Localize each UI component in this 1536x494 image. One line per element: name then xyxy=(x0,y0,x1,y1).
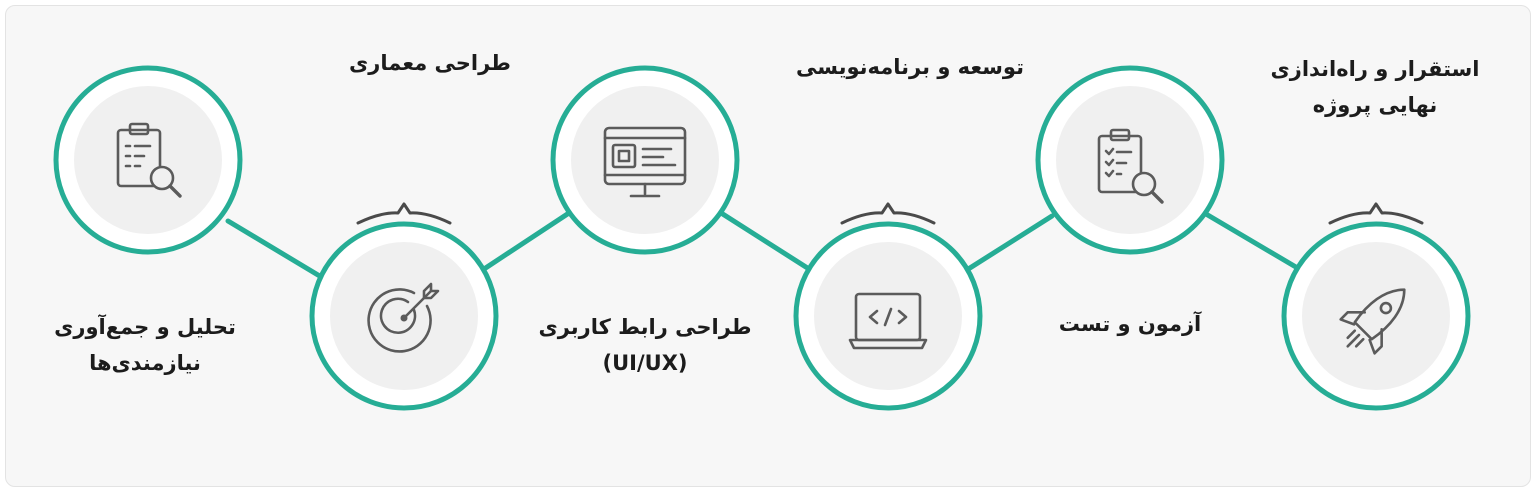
connectors xyxy=(225,208,1309,284)
connector-3-4 xyxy=(715,208,823,279)
label-architecture: طراحی معماری xyxy=(320,45,540,81)
label-ui-ux-line-1: طراحی رابط کاربری xyxy=(538,315,752,339)
arc-marker-4 xyxy=(840,202,936,225)
label-architecture-line-1: طراحی معماری xyxy=(349,51,511,75)
node-deployment xyxy=(1281,221,1471,411)
laptop-code-icon xyxy=(848,292,928,350)
label-development-line-1: توسعه و برنامه‌نویسی xyxy=(796,55,1024,79)
label-deployment: استقرار و راه‌اندازی نهایی پروژه xyxy=(1245,51,1505,123)
arc-marker-6 xyxy=(1328,202,1424,225)
node-development xyxy=(793,221,983,411)
arc-marker-2 xyxy=(356,202,452,225)
label-analysis-line-1: تحلیل و جمع‌آوری xyxy=(54,315,236,339)
label-ui-ux-line-2: (UI/UX) xyxy=(602,351,688,375)
node-architecture xyxy=(309,221,499,411)
label-testing-line-1: آزمون و تست xyxy=(1058,312,1202,336)
clipboard-checklist-search-icon xyxy=(1097,128,1164,204)
label-ui-ux: طراحی رابط کاربری (UI/UX) xyxy=(525,309,765,381)
node-analysis xyxy=(53,65,243,255)
monitor-layout-icon xyxy=(603,126,687,198)
connector-1-2 xyxy=(225,218,331,284)
diagram-frame xyxy=(5,5,1531,487)
target-arrow-icon xyxy=(367,282,440,353)
label-deployment-line-2: نهایی پروژه xyxy=(1312,93,1438,117)
label-analysis-line-2: نیازمندی‌ها xyxy=(89,351,201,375)
node-ui-ux xyxy=(550,65,740,255)
node-testing xyxy=(1035,65,1225,255)
connector-5-6 xyxy=(1203,211,1309,276)
label-testing: آزمون و تست xyxy=(1030,306,1230,342)
clipboard-search-icon xyxy=(116,122,182,198)
label-analysis: تحلیل و جمع‌آوری نیازمندی‌ها xyxy=(30,309,260,381)
rocket-icon xyxy=(1339,288,1406,355)
label-deployment-line-1: استقرار و راه‌اندازی xyxy=(1270,57,1480,81)
connector-2-3 xyxy=(475,208,575,276)
label-development: توسعه و برنامه‌نویسی xyxy=(770,49,1050,85)
connector-4-5 xyxy=(959,213,1055,276)
